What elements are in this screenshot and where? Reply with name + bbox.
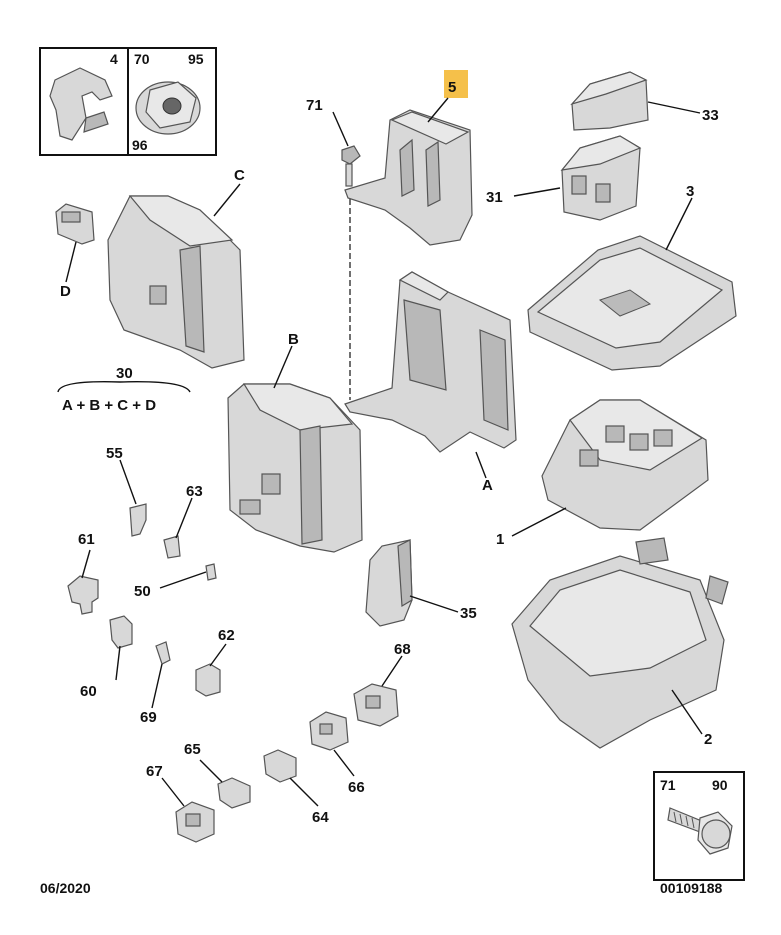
- callout-68: 68: [394, 641, 411, 658]
- inset-label-4: 4: [110, 51, 118, 67]
- callout-35: 35: [460, 605, 477, 622]
- callout-64: 64: [312, 809, 329, 826]
- callout-65: 65: [184, 741, 201, 758]
- inset-frame-2: [653, 771, 745, 881]
- inset-label-96: 96: [132, 137, 148, 153]
- footer-reference: 00109188: [660, 880, 723, 896]
- callout-63: 63: [186, 483, 203, 500]
- leader-lines: [57, 97, 703, 807]
- fuse-69: [155, 641, 171, 665]
- relay-box-31: [560, 135, 642, 221]
- relay-65: [217, 777, 251, 809]
- flange-nut-icon: [135, 81, 201, 135]
- part-5-highlight: [444, 70, 468, 98]
- callout-61: 61: [78, 531, 95, 548]
- callout-C: C: [234, 167, 245, 184]
- inset-bottom-right: 71 90: [653, 771, 745, 881]
- relay-66-upper: [309, 711, 349, 751]
- bolt-71: [341, 145, 361, 187]
- relay-67: [175, 801, 215, 843]
- callout-5: 5: [448, 79, 456, 96]
- tray-2: [511, 537, 729, 749]
- assembly-formula: A + B + C + D: [62, 397, 156, 414]
- callout-D: D: [60, 283, 71, 300]
- clip-part-icon: [49, 67, 113, 141]
- callout-labels: 5 71 33 31 3 C D 30 A + B + C + D B A 1 …: [60, 79, 719, 826]
- callout-31: 31: [486, 189, 503, 206]
- relay-64: [263, 749, 297, 783]
- callout-55: 55: [106, 445, 123, 462]
- callout-69: 69: [140, 709, 157, 726]
- callout-67: 67: [146, 763, 163, 780]
- lid-3: [527, 235, 737, 371]
- fuse-60: [109, 615, 133, 649]
- fusebox-C: [107, 195, 245, 369]
- callout-A: A: [482, 477, 493, 494]
- footer-date: 06/2020: [40, 880, 91, 896]
- callout-66: 66: [348, 779, 365, 796]
- fuse-50: [205, 563, 217, 581]
- shield-35: [365, 539, 413, 627]
- inset-label-90: 90: [712, 777, 728, 793]
- inset-label-70: 70: [134, 51, 150, 67]
- inset-top-left: 4 70 95 96: [39, 47, 217, 156]
- relay-68: [353, 683, 399, 727]
- callout-71: 71: [306, 97, 323, 114]
- fuse-55: [129, 503, 147, 537]
- callout-3: 3: [686, 183, 694, 200]
- bracket-A: [344, 271, 517, 453]
- callout-50: 50: [134, 583, 151, 600]
- relay-62: [195, 663, 221, 697]
- callout-60: 60: [80, 683, 97, 700]
- screw-icon: [667, 807, 733, 855]
- inset-label-71: 71: [660, 777, 676, 793]
- callout-62: 62: [218, 627, 235, 644]
- fuse-63: [163, 535, 181, 559]
- callout-1: 1: [496, 531, 504, 548]
- callout-B: B: [288, 331, 299, 348]
- cover-33: [570, 71, 649, 131]
- inset-label-95: 95: [188, 51, 204, 67]
- fuse-61: [67, 575, 99, 615]
- fusebox-B: [227, 383, 363, 553]
- callout-33: 33: [702, 107, 719, 124]
- callout-2: 2: [704, 731, 712, 748]
- bracket-5: [344, 109, 473, 246]
- clip-D: [55, 203, 95, 245]
- assembly-number-30: 30: [116, 365, 133, 382]
- relay-block-1: [541, 399, 709, 531]
